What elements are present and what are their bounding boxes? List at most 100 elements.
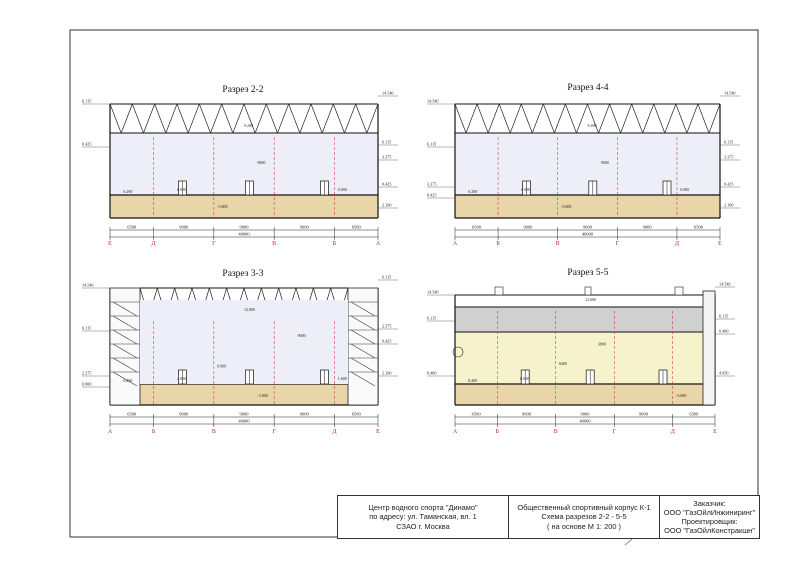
truss-diagonal [176, 103, 189, 134]
inner-label: 1.600 [338, 376, 347, 381]
elevation-right: 0.425 [382, 182, 391, 187]
inner-label: 9.200 [244, 123, 253, 128]
truss-diagonal [509, 103, 522, 134]
stair-block-left [109, 287, 141, 406]
inner-label: 0.000 [177, 187, 186, 192]
truss-diagonal [708, 103, 721, 134]
dimension-value: 6500 [472, 412, 482, 417]
dimension-value: 9000 [300, 412, 310, 417]
axis-label: Е [108, 241, 112, 247]
total-dimension: 40000 [238, 419, 250, 424]
elevation-right: 14.540 [382, 91, 394, 96]
dimension-value: 6500 [689, 412, 699, 417]
truss-diagonal [675, 103, 688, 134]
annex-block [702, 290, 716, 406]
axis-label: Б [496, 241, 500, 247]
elevation-left: 6.115 [82, 326, 91, 331]
elevation-right: 0.400 [719, 329, 728, 334]
elevation-right: 3.375 [724, 155, 733, 160]
inner-label: 4.800 [177, 376, 186, 381]
axis-label: А [453, 241, 458, 247]
truss-diagonal [587, 103, 599, 134]
truss-diagonal [454, 103, 467, 134]
inner-label: 0.000 [680, 187, 689, 192]
elevation-right: 6.115 [382, 140, 391, 145]
basement-fill [455, 195, 720, 218]
stair-flight [112, 301, 138, 317]
axis-label: Д [671, 429, 675, 435]
inner-label: 9000 [601, 160, 609, 165]
inner-label: 6.290 [468, 189, 477, 194]
truss-diagonal [143, 103, 155, 134]
truss-diagonal [333, 103, 345, 134]
roof-vent [584, 286, 592, 296]
elevation-right: 2.100 [382, 371, 391, 376]
truss-diagonal [653, 103, 666, 134]
axis-label: Е [718, 241, 722, 247]
elevation-left: 2.375 [82, 371, 91, 376]
elevation-right: 2.100 [724, 203, 733, 208]
elevation-left: 6.115 [427, 142, 436, 147]
axis-label: Г [212, 241, 216, 247]
inner-label: 8.400 [468, 378, 477, 383]
hall-fill [140, 300, 348, 384]
truss-diagonal [344, 103, 356, 134]
org-line: Заказчик: [693, 498, 726, 508]
axis-label: Е [713, 429, 717, 435]
inner-label: 0.000 [521, 187, 530, 192]
elevation-left: 0.400 [427, 371, 436, 376]
title-block-address: Центр водного спорта "Динамо" по адресу:… [338, 496, 508, 538]
axis-label: Г [272, 429, 276, 435]
stair-flight [350, 343, 376, 359]
truss-diagonal [120, 103, 133, 134]
axis-label: В [212, 429, 216, 435]
truss-diagonal [310, 103, 323, 134]
project-line: Общественный спортивный корпус К-1 [517, 503, 651, 513]
section-title: Разрез 4-4 [567, 83, 608, 93]
org-line: Проектировщик: [681, 517, 738, 526]
truss-diagonal [210, 103, 222, 134]
elevation-left: 0.000 [82, 382, 91, 387]
address-line: по адресу: ул. Таманская, вл. 1 [369, 512, 477, 522]
elevation-left: 14.540 [427, 99, 439, 104]
truss-diagonal [254, 103, 267, 134]
truss-diagonal [576, 103, 588, 134]
truss-diagonal [465, 103, 478, 134]
truss-diagonal [132, 103, 144, 134]
truss-diagonal [321, 103, 334, 134]
axis-label: Б [496, 429, 500, 435]
inner-label: -3.800 [217, 204, 227, 209]
dimension-value: 9000 [523, 225, 533, 230]
stair-flight [112, 343, 138, 359]
dimension-value: 9000 [179, 225, 189, 230]
axis-label: Б [152, 429, 156, 435]
title-block: Центр водного спорта "Динамо" по адресу:… [337, 495, 760, 539]
dimension-value: 9000 [179, 412, 189, 417]
truss-diagonal [664, 103, 677, 134]
roof-vent [494, 286, 504, 296]
roof-vent [674, 286, 684, 296]
truss-diagonal [366, 103, 379, 134]
truss-diagonal [487, 103, 500, 134]
truss-diagonal [476, 103, 489, 134]
detail-callout [452, 346, 464, 358]
elevation-right: 3.375 [382, 155, 391, 160]
inner-label: 9.200 [588, 123, 597, 128]
elevation-right: 6.115 [719, 314, 728, 319]
dimension-value: 9000 [240, 412, 250, 417]
inner-label: -3.800 [561, 204, 571, 209]
dimension-value: 9000 [583, 225, 593, 230]
inner-label: 0.000 [520, 376, 529, 381]
title-block-organizations: Заказчик: ООО "ГазОйлИнжиниринг" Проекти… [659, 496, 759, 538]
inner-label: 12.800 [244, 307, 255, 312]
project-line: Схема разрезов 2-2 - 5-5 [541, 512, 627, 522]
elevation-right: 0.425 [724, 182, 733, 187]
dimension-value: 9000 [240, 225, 250, 230]
elevation-right: 6.115 [724, 140, 733, 145]
stair-block-right [347, 287, 379, 406]
axis-label: В [272, 241, 276, 247]
truss-diagonal [187, 103, 200, 134]
